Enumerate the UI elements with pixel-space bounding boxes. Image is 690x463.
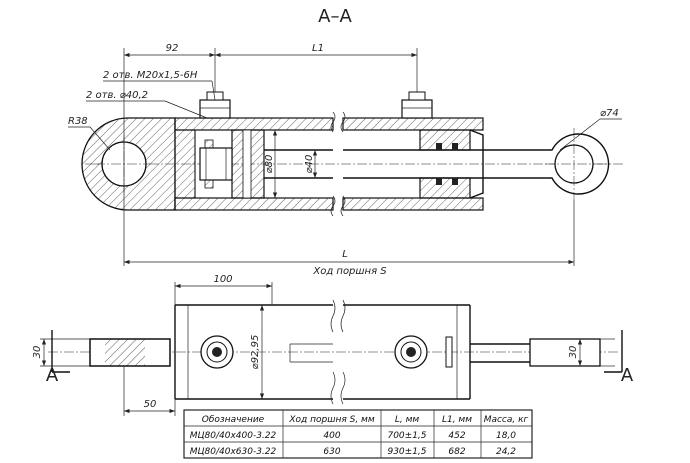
dim-stroke: Ход поршня S [312,266,387,277]
section-view: 92 L1 L Ход поршня S 2 отв. M20x1,5-6H 2… [68,43,625,277]
table-cell: 630 [323,447,340,457]
table-cell: 452 [448,431,465,441]
dim-50: 50 [144,399,157,410]
dim-d40: ⌀40 [304,155,315,174]
dim-L: L [342,249,348,260]
dim-d74: ⌀74 [600,108,619,119]
section-title: A–A [318,6,352,27]
table-cell: 400 [323,431,340,441]
dim-92: 92 [166,43,179,54]
dim-d9295: ⌀92,95 [250,335,261,370]
dim-30-right: 30 [568,346,579,359]
th-mass: Масса, кг [484,415,529,425]
table-cell: 18,0 [496,431,516,441]
cut-marker-right: A [621,365,634,386]
exterior-view: 100 ⌀92,95 30 30 50 A A [32,274,634,416]
table-cell: 700±1,5 [387,431,426,441]
table-cell: МЦ80/40х630-3.22 [190,447,277,457]
dim-30-left: 30 [32,346,43,359]
dim-L1: L1 [312,43,324,54]
table-cell: 930±1,5 [387,447,426,457]
dim-r38: R38 [68,116,88,127]
table-cell: 682 [448,447,465,457]
spec-table: Обозначение Ход поршня S, мм L, мм L1, м… [183,409,533,459]
th-stroke: Ход поршня S, мм [288,415,374,425]
th-designation: Обозначение [202,415,265,425]
thread-callout: 2 отв. M20x1,5-6H [103,70,198,81]
cut-marker-left: A [46,365,59,386]
front-eye-side [529,338,601,367]
gland [419,129,471,151]
table-cell: МЦ80/40х400-3.22 [190,431,277,441]
front-port [401,99,433,119]
holes-callout: 2 отв. ⌀40,2 [86,90,148,101]
rear-port [199,99,231,119]
dim-100: 100 [213,274,232,285]
th-L: L, мм [395,415,420,425]
dim-d80: ⌀80 [264,155,275,174]
th-L1: L1, мм [442,415,472,425]
table-cell: 24,2 [496,447,516,457]
